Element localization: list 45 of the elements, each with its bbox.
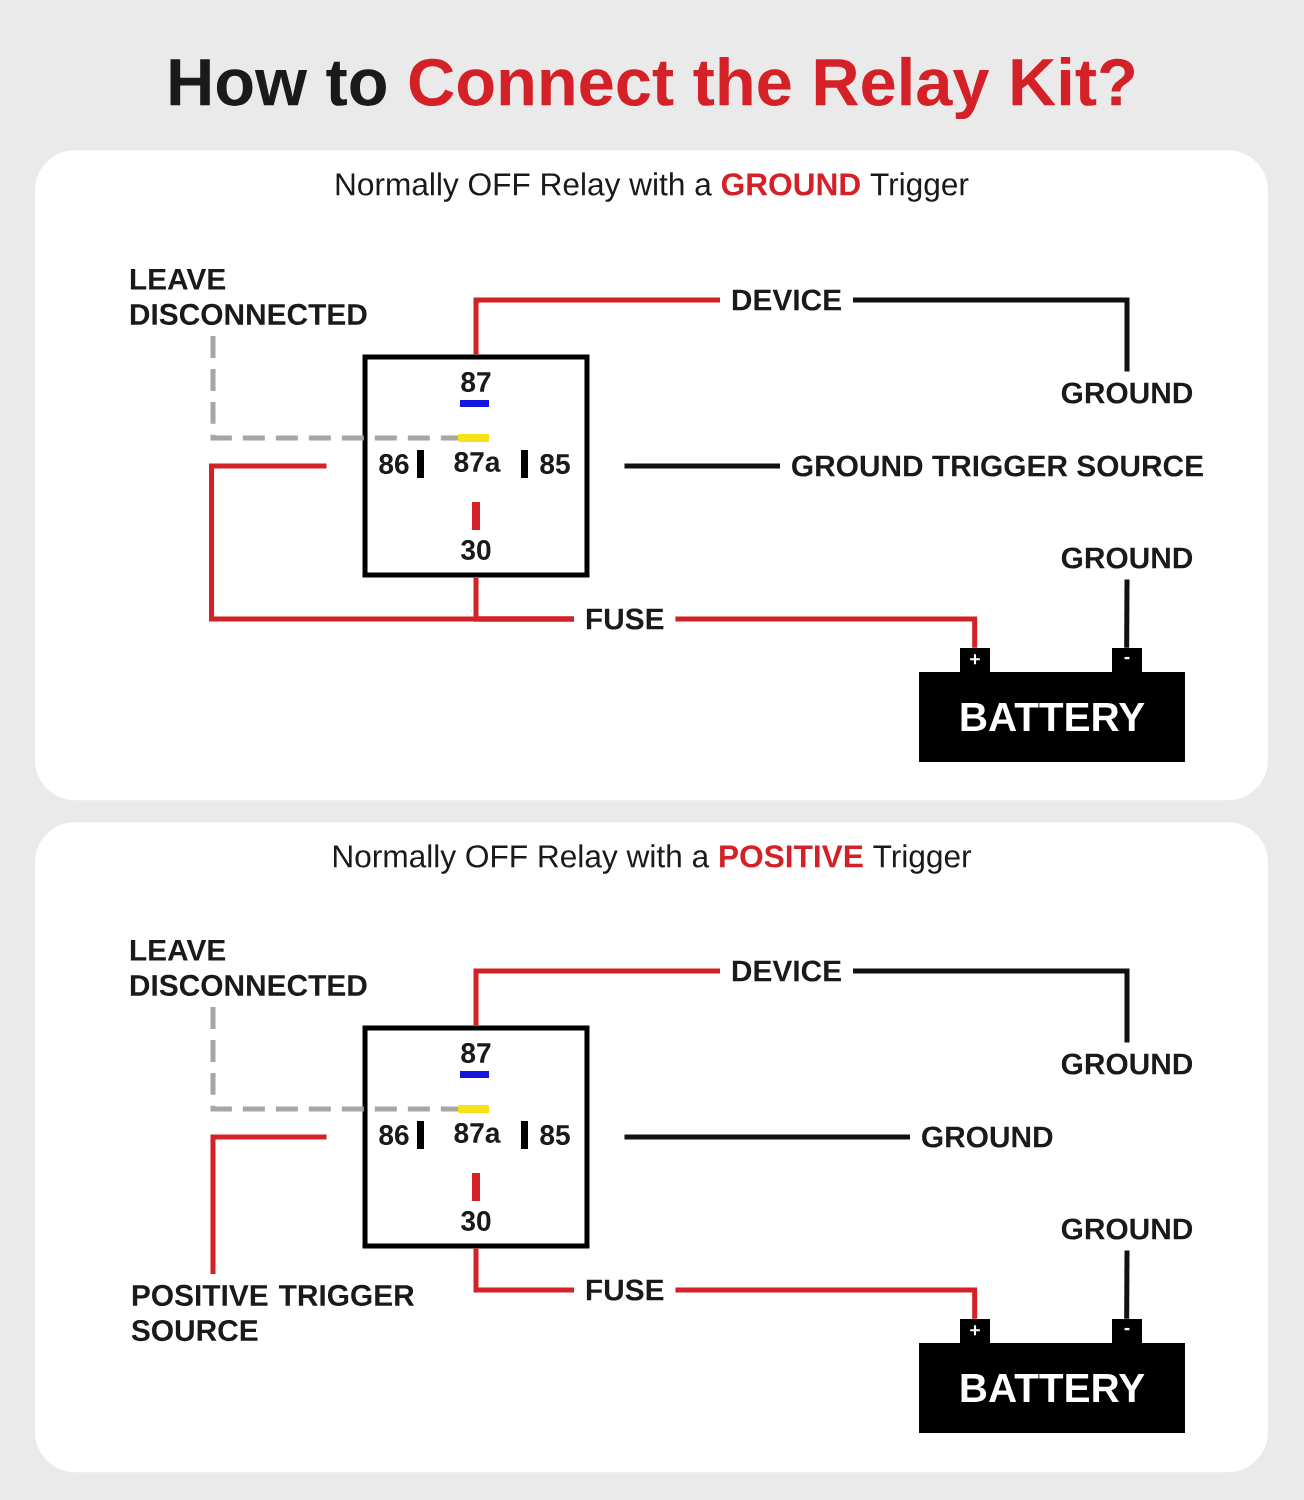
wire — [1124, 579, 1130, 648]
dashed-wire — [210, 1006, 458, 1112]
wire-label: POSITIVE TRIGGER SOURCE — [131, 1284, 415, 1342]
wire-label: GROUND — [1061, 1218, 1193, 1240]
pin-label: 87 — [461, 372, 491, 392]
wire-label: GROUND — [1061, 1053, 1193, 1075]
wire-label: LEAVE DISCONNECTED — [130, 269, 367, 325]
wire — [624, 463, 780, 469]
battery-terminal: + — [960, 1319, 990, 1343]
wire-label: GROUND TRIGGER SOURCE — [792, 455, 1203, 477]
pin-label: 87 — [461, 1043, 491, 1063]
wire-label: GROUND — [922, 1126, 1053, 1148]
pin-label: 87a — [454, 1123, 501, 1143]
battery: BATTERY — [919, 1343, 1185, 1433]
pin-label: 30 — [461, 1211, 491, 1231]
wire — [473, 297, 720, 355]
wire — [473, 968, 720, 1026]
battery-terminal: - — [1112, 648, 1142, 672]
wire — [624, 1134, 910, 1140]
battery: BATTERY — [919, 672, 1185, 762]
wire-label: DEVICE — [732, 960, 841, 982]
pin-label: 87a — [454, 452, 501, 472]
wire — [675, 616, 978, 648]
wire — [853, 968, 1130, 1043]
wire-label: LEAVE DISCONNECTED — [130, 940, 367, 996]
wire-label: DEVICE — [732, 289, 841, 311]
pin-label: 85 — [540, 1125, 570, 1145]
title: How to Connect the Relay Kit? — [170, 56, 1134, 120]
pin-label: 86 — [379, 454, 409, 474]
wire — [209, 463, 574, 622]
wire — [1124, 1250, 1130, 1319]
wire-label: FUSE — [586, 608, 664, 630]
dashed-wire — [210, 335, 458, 441]
battery-terminal: - — [1112, 1319, 1142, 1343]
wire — [473, 1248, 574, 1293]
wire-label: FUSE — [586, 1279, 664, 1301]
wire-label: GROUND — [1061, 547, 1193, 569]
wire — [210, 1134, 327, 1274]
pin-label: 86 — [379, 1125, 409, 1145]
wire — [675, 1287, 978, 1319]
wire — [853, 297, 1130, 372]
pin-label: 30 — [461, 540, 491, 560]
wire-label: GROUND — [1061, 382, 1193, 404]
pin-label: 85 — [540, 454, 570, 474]
battery-terminal: + — [960, 648, 990, 672]
